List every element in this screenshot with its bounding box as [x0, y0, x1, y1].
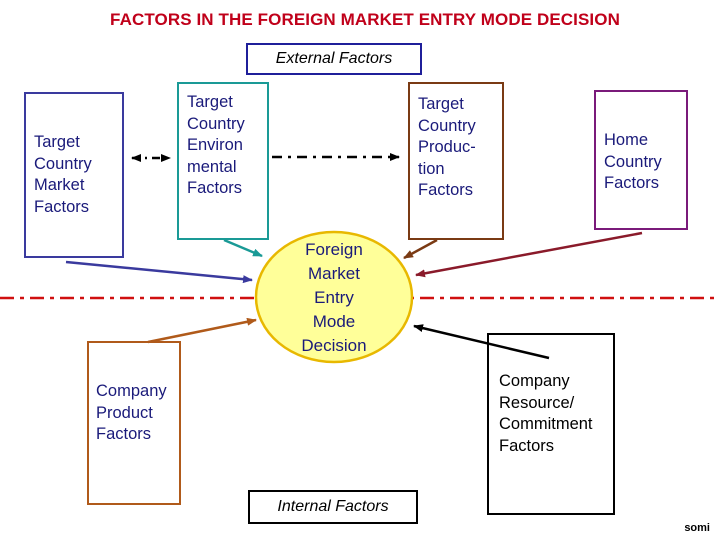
- arrow-market-to-decision: [65, 260, 253, 284]
- arrow-env-to-decision: [223, 238, 263, 258]
- internal-factors-label: Internal Factors: [248, 490, 418, 524]
- arrow-company-product-to-decision: [147, 317, 257, 344]
- foreign-market-entry-mode-decision: Foreign Market Entry Mode Decision: [301, 240, 367, 355]
- author-credit: somi: [684, 522, 710, 534]
- arrow-company-resource-to-decision: [413, 324, 550, 360]
- arrow-home-to-decision: [415, 231, 643, 278]
- company-product-factors-box: Company Product Factors: [87, 341, 181, 505]
- diagram-title: FACTORS IN THE FOREIGN MARKET ENTRY MODE…: [110, 10, 620, 29]
- company-resource-commitment-factors-box: Company Resource/ Commitment Factors: [487, 333, 615, 515]
- target-country-environmental-factors-box: Target Country Environ mental Factors: [177, 82, 269, 240]
- arrow-production-to-decision: [403, 238, 438, 260]
- external-factors-label: External Factors: [246, 43, 422, 75]
- target-country-market-factors-box: Target Country Market Factors: [24, 92, 124, 258]
- decision-ellipse: [254, 230, 414, 364]
- home-country-factors-box: Home Country Factors: [594, 90, 688, 230]
- target-country-production-factors-box: Target Country Produc- tion Factors: [408, 82, 504, 240]
